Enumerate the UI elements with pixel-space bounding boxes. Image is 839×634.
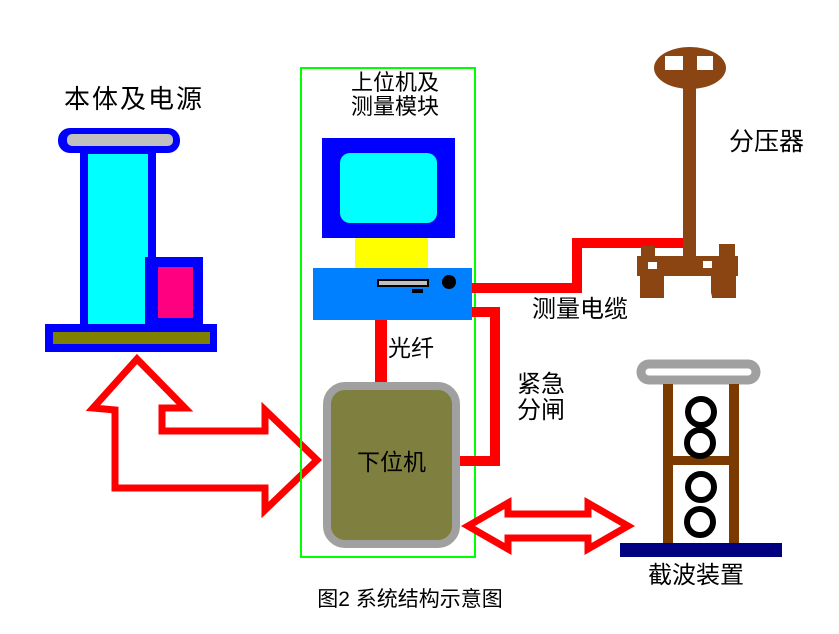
label-power-body: 本体及电源 — [63, 84, 204, 114]
divider-base-hole-left — [648, 262, 657, 269]
voltage-divider — [637, 47, 738, 316]
divider-base — [637, 244, 738, 316]
label-emergency-line1: 紧急 — [517, 371, 565, 398]
divider-base-arch — [664, 280, 712, 316]
host-computer — [313, 138, 472, 320]
label-fiber: 光纤 — [388, 335, 434, 361]
monitor-screen — [340, 153, 437, 223]
label-emergency-trip: 紧急 分闸 — [517, 372, 565, 424]
chopper-base — [620, 543, 782, 557]
label-host: 上位机及 测量模块 — [340, 71, 450, 119]
bent-double-arrow — [85, 353, 323, 519]
emergency-trip-line — [460, 307, 500, 466]
label-emergency-line2: 分闸 — [517, 396, 565, 424]
divider-base-bar — [637, 256, 738, 276]
divider-base-hole-right — [703, 261, 712, 268]
divider-ring-hole-left — [665, 56, 683, 70]
chopper-insulator-1 — [685, 396, 717, 428]
chopper-top-electrode — [636, 359, 761, 385]
divider-ring-hole-right — [697, 56, 713, 70]
tower-column — [88, 154, 148, 330]
label-lower-computer: 下位机 — [357, 449, 426, 475]
tower-cap — [67, 134, 173, 146]
divider-base-foot-left — [640, 272, 664, 298]
horizontal-double-arrow — [460, 496, 636, 556]
label-host-line1: 上位机及 — [350, 70, 439, 95]
divider-base-nub-right — [719, 244, 735, 260]
disk-slot-notch — [412, 289, 423, 293]
chopper-insulator-2 — [684, 427, 716, 459]
disk-slot — [377, 279, 429, 287]
power-body-tower — [45, 128, 217, 352]
divider-base-nub-left — [641, 246, 655, 260]
monitor-stand — [355, 238, 428, 268]
divider-base-foot-right — [711, 272, 736, 298]
figure-caption: 图2 系统结构示意图 — [317, 588, 503, 611]
power-button — [442, 275, 456, 289]
label-chopper: 截波装置 — [648, 562, 744, 589]
label-voltage-divider: 分压器 — [729, 128, 805, 156]
divider-pole — [683, 62, 696, 274]
chopper-insulator-4 — [684, 506, 716, 538]
measurement-cable-line — [472, 238, 690, 293]
label-host-line2: 测量模块 — [350, 93, 439, 119]
tower-base — [53, 332, 210, 344]
tower-module — [158, 267, 193, 318]
chopper-rung — [663, 456, 739, 465]
chopper-insulator-3 — [685, 471, 717, 503]
label-measurement-cable: 测量电缆 — [532, 296, 628, 323]
lower-computer-box — [323, 382, 460, 548]
chopper-device — [620, 359, 782, 557]
